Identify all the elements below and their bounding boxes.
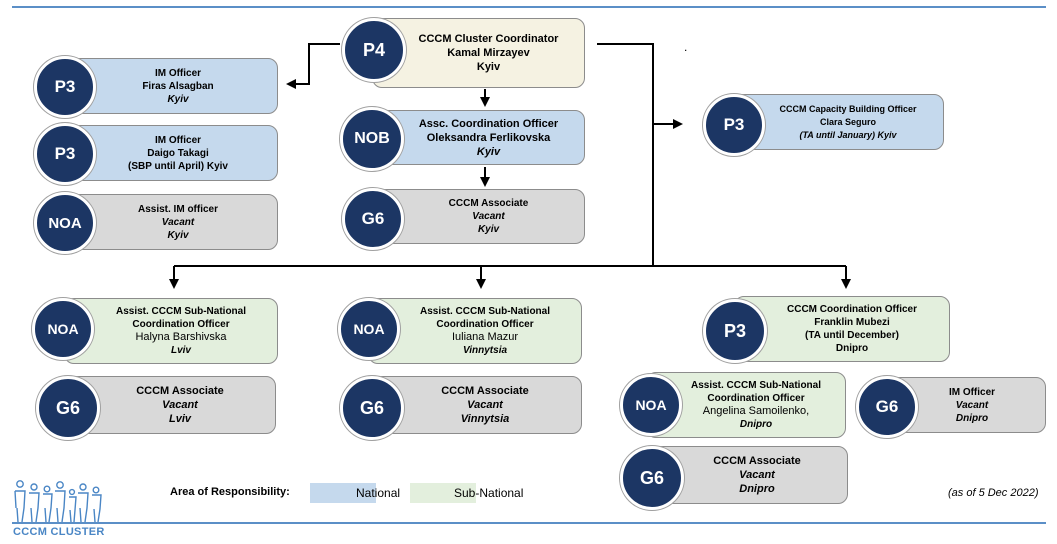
dnipro-sub-name: Angelina Samoilenko,	[702, 405, 810, 417]
stray-dot: .	[684, 40, 688, 54]
legend-label: Area of Responsibility:	[170, 486, 290, 498]
assc-name: Oleksandra Ferlikovska	[426, 131, 551, 144]
lviv-assoc-name: Vacant	[162, 399, 198, 411]
lviv-assoc-location: Lviv	[168, 413, 191, 425]
bottom-rule	[12, 522, 1046, 524]
vin-sub-location: Vinnytsia	[462, 345, 508, 356]
vin-assoc-location: Vinnytsia	[460, 413, 510, 425]
legend-text-sub-national: Sub-National	[454, 486, 524, 500]
assist-im-location: Kyiv	[167, 229, 189, 241]
vin-sub-title2: Coordination Officer	[436, 319, 534, 330]
capacity-name: Clara Seguro	[819, 116, 877, 127]
grade-circle-dnipro-im: G6	[856, 376, 918, 438]
dnipro-assoc-name: Vacant	[739, 469, 775, 481]
grade-circle-dnipro-assoc: G6	[620, 446, 684, 510]
grade-circle-dnipro-coord: P3	[703, 299, 767, 363]
grade-circle-lviv-assoc: G6	[36, 376, 100, 440]
legend-swatch-national	[310, 483, 376, 503]
grade-circle-vin-assoc: G6	[340, 376, 404, 440]
dnipro-im-title: IM Officer	[948, 386, 996, 398]
dnipro-sub-title1: Assist. CCCM Sub-National	[690, 380, 821, 391]
capacity-location: (TA until January) Kyiv	[799, 129, 897, 140]
line-main-trunk	[597, 43, 654, 266]
im2-title: IM Officer	[154, 134, 202, 146]
dnipro-im-name: Vacant	[955, 399, 989, 411]
box-associate-kyiv: CCCM Associate Vacant Kyiv	[372, 189, 585, 244]
im1-location: Kyiv	[167, 93, 189, 105]
coordinator-location: Kyiv	[476, 61, 501, 73]
vin-assoc-name: Vacant	[467, 399, 503, 411]
capacity-title: CCCM Capacity Building Officer	[779, 103, 917, 114]
vin-sub-title1: Assist. CCCM Sub-National	[419, 306, 550, 317]
box-vinnytsia-sub-national: Assist. CCCM Sub-National Coordination O…	[368, 298, 582, 364]
cccm-cluster-logo-text: CCCM CLUSTER	[13, 526, 105, 538]
legend-swatch-sub-national	[410, 483, 476, 503]
assoc-kyiv-name: Vacant	[472, 211, 505, 222]
dnipro-assoc-title: CCCM Associate	[713, 455, 801, 467]
assist-im-name: Vacant	[161, 216, 195, 228]
grade-circle-assist-im: NOA	[34, 192, 96, 254]
im1-name: Firas Alsagban	[142, 80, 214, 92]
dnipro-coord-title: CCCM Coordination Officer	[787, 304, 917, 315]
lviv-sub-title1: Assist. CCCM Sub-National	[115, 306, 246, 317]
assoc-kyiv-location: Kyiv	[477, 224, 500, 235]
grade-circle-lviv-sub: NOA	[32, 298, 94, 360]
top-rule	[12, 6, 1046, 8]
dnipro-sub-title2: Coordination Officer	[707, 393, 805, 404]
box-dnipro-coordination-officer: CCCM Coordination Officer Franklin Mubez…	[734, 296, 950, 362]
grade-circle-im1: P3	[34, 56, 96, 118]
box-assc-coordination-officer: Assc. Coordination Officer Oleksandra Fe…	[372, 110, 585, 165]
dnipro-coord-name: Franklin Mubezi	[814, 317, 890, 328]
grade-circle-assc: NOB	[340, 107, 404, 171]
dnipro-im-location: Dnipro	[955, 412, 989, 424]
dnipro-assoc-location: Dnipro	[739, 483, 775, 495]
grade-circle-vin-sub: NOA	[338, 298, 400, 360]
assist-im-title: Assist. IM officer	[137, 203, 219, 215]
assc-location: Kyiv	[476, 145, 501, 158]
assc-title: Assc. Coordination Officer	[418, 117, 559, 130]
im2-name: Daigo Takagi	[147, 147, 209, 159]
coordinator-title: CCCM Cluster Coordinator	[418, 33, 559, 45]
im2-location: (SBP until April) Kyiv	[127, 160, 228, 172]
grade-circle-capacity: P3	[703, 94, 765, 156]
grade-circle-coordinator: P4	[342, 18, 406, 82]
as-of-date: (as of 5 Dec 2022)	[948, 487, 1039, 499]
dnipro-sub-location: Dnipro	[739, 419, 773, 430]
legend-text-national: National	[356, 486, 401, 500]
line-to-im-officers	[286, 43, 340, 89]
lviv-sub-location: Lviv	[170, 345, 191, 356]
vin-sub-name: Iuliana Mazur	[451, 331, 519, 343]
cccm-cluster-logo-figures	[14, 480, 102, 523]
lviv-sub-name: Halyna Barshivska	[135, 331, 227, 343]
im1-title: IM Officer	[154, 67, 202, 79]
grade-circle-assoc-kyiv: G6	[342, 188, 404, 250]
grade-circle-im2: P3	[34, 123, 96, 185]
assoc-kyiv-title: CCCM Associate	[448, 198, 529, 209]
coordinator-name: Kamal Mirzayev	[447, 47, 530, 59]
box-capacity-building-officer: CCCM Capacity Building Officer Clara Seg…	[732, 94, 944, 150]
lviv-assoc-title: CCCM Associate	[136, 385, 224, 397]
dnipro-coord-location: Dnipro	[835, 343, 869, 354]
box-lviv-sub-national: Assist. CCCM Sub-National Coordination O…	[64, 298, 278, 364]
vin-assoc-title: CCCM Associate	[441, 385, 529, 397]
lviv-sub-title2: Coordination Officer	[132, 319, 230, 330]
dnipro-coord-note: (TA until December)	[805, 330, 899, 341]
grade-circle-dnipro-sub: NOA	[620, 374, 682, 436]
